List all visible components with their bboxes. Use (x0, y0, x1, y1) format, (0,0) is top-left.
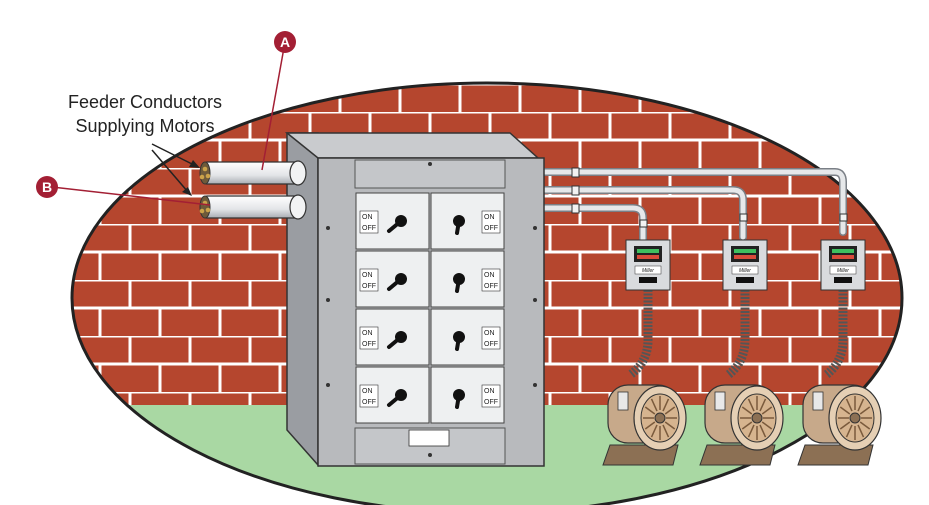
conduit-fittings (571, 167, 848, 228)
switch-off-label: OFF (484, 341, 498, 348)
motor-controllers: Miller Miller Miller (625, 239, 866, 291)
switch-off-label: OFF (362, 341, 376, 348)
marker-a-leader (261, 41, 286, 171)
marker-b (36, 176, 58, 198)
panel-nameplate (408, 429, 450, 447)
marker-b-text: B (42, 179, 52, 195)
disconnect-switch: ON OFF (430, 308, 505, 366)
marker-b-leader (51, 186, 211, 206)
disconnect-switch: ON OFF (430, 250, 505, 308)
feeder-label-line1: Feeder Conductors (68, 92, 222, 112)
switch-off-label: OFF (484, 399, 498, 406)
feeder-arrows (151, 143, 200, 196)
switch-on-label: ON (484, 272, 495, 279)
electric-motor (699, 384, 784, 466)
switch-on-label: ON (484, 388, 495, 395)
switch-off-label: OFF (484, 225, 498, 232)
switch-off-label: OFF (362, 225, 376, 232)
controller-brand: Miller (739, 268, 751, 274)
switch-on-label: ON (362, 330, 373, 337)
switch-off-label: OFF (362, 283, 376, 290)
motor-controller: Miller (820, 239, 866, 291)
disconnect-switch: ON OFF (430, 192, 505, 250)
switch-on-label: ON (362, 272, 373, 279)
feeder-conduit-b (199, 194, 307, 220)
switch-off-label: OFF (484, 283, 498, 290)
disconnect-switch: ON OFF (430, 366, 505, 424)
disconnect-switch: ON OFF (355, 250, 430, 308)
disconnect-switch: ON OFF (355, 308, 430, 366)
switch-on-label: ON (362, 388, 373, 395)
switch-on-label: ON (484, 214, 495, 221)
marker-a (274, 31, 296, 53)
controller-brand: Miller (642, 268, 654, 274)
flex-conduits (627, 290, 848, 379)
electric-motor (602, 384, 687, 466)
switch-on-label: ON (484, 330, 495, 337)
marker-a-text: A (280, 34, 290, 50)
branch-conduits (541, 168, 847, 244)
motors (602, 384, 882, 466)
motor-controller: Miller (625, 239, 671, 291)
scene-outline (70, 81, 904, 505)
feeder-conduit-a (199, 160, 307, 186)
disconnect-switch: ON OFF (355, 192, 430, 250)
switch-on-label: ON (362, 214, 373, 221)
electric-motor (797, 384, 882, 466)
disconnect-switch: ON OFF (355, 366, 430, 424)
motor-controller: Miller (722, 239, 768, 291)
feeder-label-line2: Supplying Motors (75, 116, 214, 136)
switch-off-label: OFF (362, 399, 376, 406)
controller-brand: Miller (837, 268, 849, 274)
disconnect-switches: ON OFF ON OFF ON OFF ON OFF ON OFF ON OFF ON OFF ON OFF (355, 192, 505, 424)
